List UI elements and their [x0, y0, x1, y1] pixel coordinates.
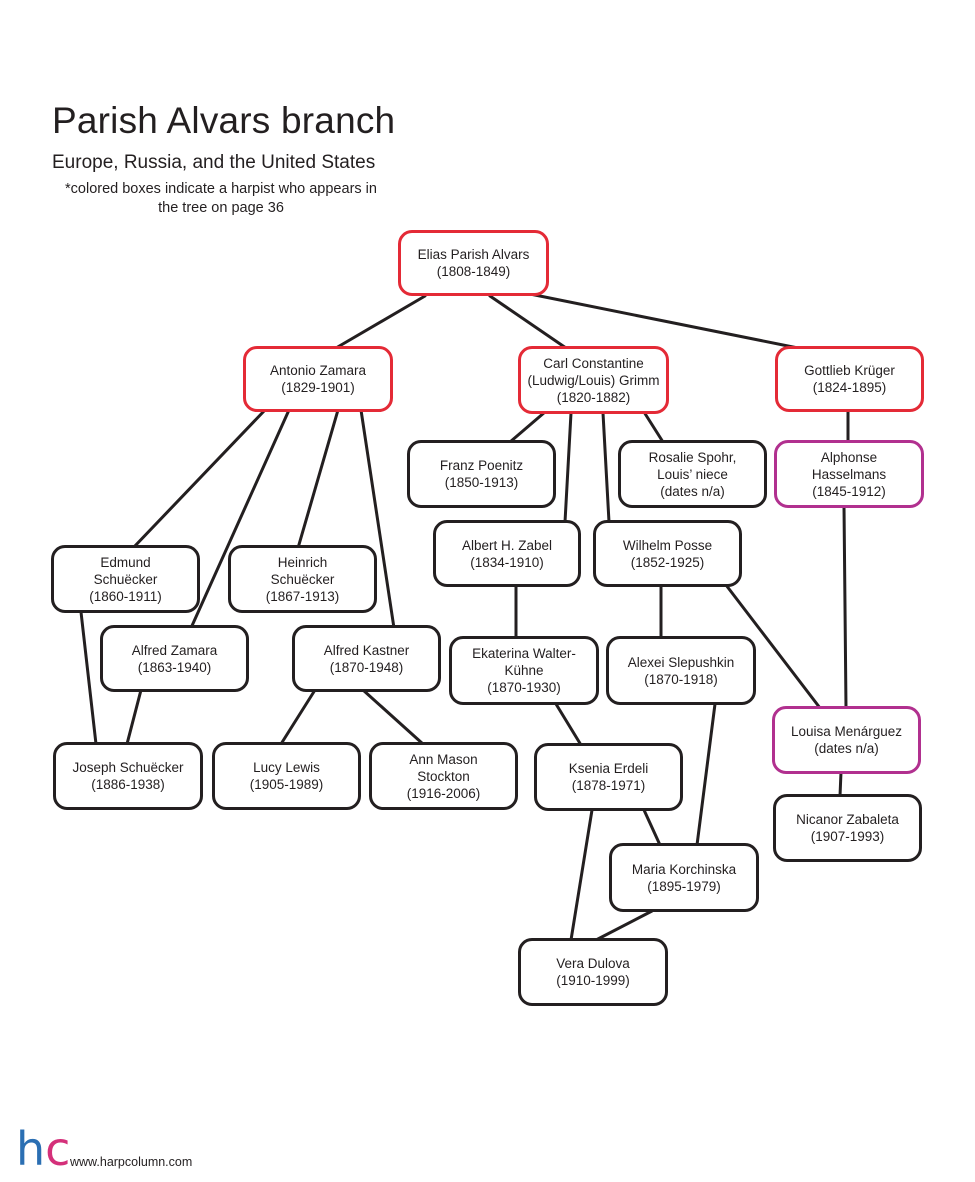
person-box-lucy-lewis: Lucy Lewis (1905-1989) — [212, 742, 361, 810]
edge-carl-wilhelm — [601, 411, 611, 524]
edge-ksenia-vera — [569, 808, 594, 942]
person-dates: (1852-1925) — [630, 554, 705, 570]
person-box-alfred-kastner: Alfred Kastner (1870-1948) — [292, 625, 441, 692]
person-dates: (1907-1993) — [810, 829, 885, 844]
edge-antonio-alfredk — [359, 408, 396, 630]
person-name: Carl Constantine (Ludwig/Louis) Grimm — [527, 355, 660, 388]
person-dates: (1808-1849) — [436, 264, 511, 279]
edge-elias-gottlieb — [518, 290, 800, 350]
edge-alfredk-ann — [361, 688, 425, 746]
person-box-nicanor-zabaleta: Nicanor Zabaleta (1907-1993) — [773, 794, 922, 862]
person-dates: (1870-1930) — [487, 680, 561, 695]
person-box-alphonse-hasselmans: Alphonse Hasselmans (1845-1912) — [774, 440, 924, 508]
person-box-heinrich-schuecker: Heinrich Schuëcker (1867-1913) — [228, 545, 377, 613]
edge-alfredz-joseph — [125, 688, 143, 746]
person-dates: (dates n/a) — [814, 741, 879, 756]
person-box-gottlieb-kruger: Gottlieb Krüger (1824-1895) — [775, 346, 924, 412]
person-name: Joseph Schuëcker — [72, 760, 184, 775]
person-name: Lucy Lewis — [253, 760, 320, 775]
person-name: Ann Mason Stockton — [409, 751, 478, 784]
person-dates: (1910-1999) — [556, 973, 630, 988]
person-dates: (dates n/a) — [660, 483, 725, 499]
person-box-maria-korchinska: Maria Korchinska (1895-1979) — [609, 843, 759, 912]
person-box-joseph-schuecker: Joseph Schuëcker (1886-1938) — [53, 742, 203, 810]
edge-antonio-alfredz — [189, 408, 291, 630]
person-dates: (1878-1971) — [571, 778, 646, 793]
edge-alfredk-lucy — [279, 688, 317, 746]
edge-elias-carl — [488, 294, 568, 350]
person-dates: (1905-1989) — [249, 777, 324, 792]
person-box-ksenia-erdeli: Ksenia Erdeli (1878-1971) — [534, 743, 683, 811]
person-box-vera-dulova: Vera Dulova (1910-1999) — [518, 938, 668, 1006]
edge-ekaterina-ksenia — [554, 702, 583, 747]
edge-maria-vera — [594, 909, 654, 942]
edge-carl-albert — [563, 411, 573, 524]
person-name: Heinrich Schuëcker — [270, 554, 335, 587]
edge-alphonse-louisa — [842, 504, 848, 710]
person-box-alfred-zamara: Alfred Zamara (1863-1940) — [100, 625, 249, 692]
person-dates: (1850-1913) — [444, 475, 519, 490]
person-box-carl-grimm: Carl Constantine (Ludwig/Louis) Grimm (1… — [518, 346, 669, 414]
person-box-ekaterina-walter-kuhne: Ekaterina Walter- Kühne (1870-1930) — [449, 636, 599, 705]
edge-antonio-heinrich — [296, 408, 340, 550]
edge-antonio-edmund — [131, 408, 267, 550]
person-dates: (1916-2006) — [406, 785, 481, 801]
person-box-wilhelm-posse: Wilhelm Posse (1852-1925) — [593, 520, 742, 587]
edge-alexei-maria — [695, 702, 717, 847]
person-box-franz-poenitz: Franz Poenitz (1850-1913) — [407, 440, 556, 508]
person-dates: (1829-1901) — [281, 380, 355, 395]
harpcolumn-logo: hc — [16, 1122, 71, 1176]
person-name: Alexei Slepushkin — [627, 654, 735, 670]
person-dates: (1870-1948) — [329, 659, 404, 675]
person-dates: (1863-1940) — [137, 659, 212, 675]
person-box-antonio-zamara: Antonio Zamara (1829-1901) — [243, 346, 393, 412]
page-title: Parish Alvars branch — [52, 100, 396, 141]
person-dates: (1886-1938) — [91, 777, 165, 792]
person-name: Albert H. Zabel — [461, 537, 553, 553]
person-name: Rosalie Spohr, Louis’ niece — [648, 449, 737, 482]
person-box-ann-mason-stockton: Ann Mason Stockton (1916-2006) — [369, 742, 518, 810]
person-box-alexei-slepushkin: Alexei Slepushkin (1870-1918) — [606, 636, 756, 705]
page-subtitle: Europe, Russia, and the United States — [52, 152, 376, 173]
person-name: Maria Korchinska — [631, 861, 737, 877]
person-name: Louisa Menárguez — [790, 724, 903, 739]
person-box-rosalie-spohr: Rosalie Spohr, Louis’ niece (dates n/a) — [618, 440, 767, 508]
legend-note: *colored boxes indicate a harpist who ap… — [65, 181, 377, 216]
person-dates: (1834-1910) — [470, 554, 544, 570]
edge-louisa-nicanor — [838, 770, 843, 798]
edge-carl-franz — [508, 410, 547, 444]
person-dates: (1824-1895) — [812, 380, 887, 395]
person-name: Antonio Zamara — [269, 363, 367, 378]
person-dates: (1867-1913) — [265, 588, 340, 604]
person-name: Ekaterina Walter- Kühne — [472, 646, 576, 678]
footer-url: www.harpcolumn.com — [70, 1155, 193, 1169]
edge-wilhelm-louisa — [724, 583, 822, 710]
person-name: Vera Dulova — [556, 956, 630, 971]
edge-ksenia-maria — [642, 808, 662, 847]
person-name: Wilhelm Posse — [622, 537, 713, 553]
person-dates: (1820-1882) — [556, 389, 631, 405]
person-box-edmund-schuecker: Edmund Schuëcker (1860-1911) — [51, 545, 200, 613]
person-name: Franz Poenitz — [439, 458, 524, 473]
edge-elias-antonio — [334, 294, 427, 350]
person-name: Gottlieb Krüger — [804, 363, 895, 378]
person-name: Alfred Kastner — [323, 642, 410, 658]
person-dates: (1845-1912) — [812, 483, 886, 499]
edge-carl-rosalie — [642, 410, 665, 444]
edge-edmund-joseph — [79, 610, 98, 746]
person-box-elias-parish-alvars: Elias Parish Alvars (1808-1849) — [398, 230, 549, 296]
person-dates: (1870-1918) — [644, 671, 718, 687]
person-name: Elias Parish Alvars — [417, 247, 530, 262]
person-name: Nicanor Zabaleta — [796, 812, 899, 827]
person-name: Edmund Schuëcker — [93, 554, 158, 587]
person-name: Ksenia Erdeli — [568, 761, 649, 776]
person-box-louisa-menarguez: Louisa Menárguez (dates n/a) — [772, 706, 921, 774]
person-dates: (1860-1911) — [89, 588, 162, 604]
person-box-albert-zabel: Albert H. Zabel (1834-1910) — [433, 520, 581, 587]
person-dates: (1895-1979) — [647, 878, 721, 894]
person-name: Alphonse Hasselmans — [811, 449, 887, 482]
person-name: Alfred Zamara — [131, 642, 218, 658]
